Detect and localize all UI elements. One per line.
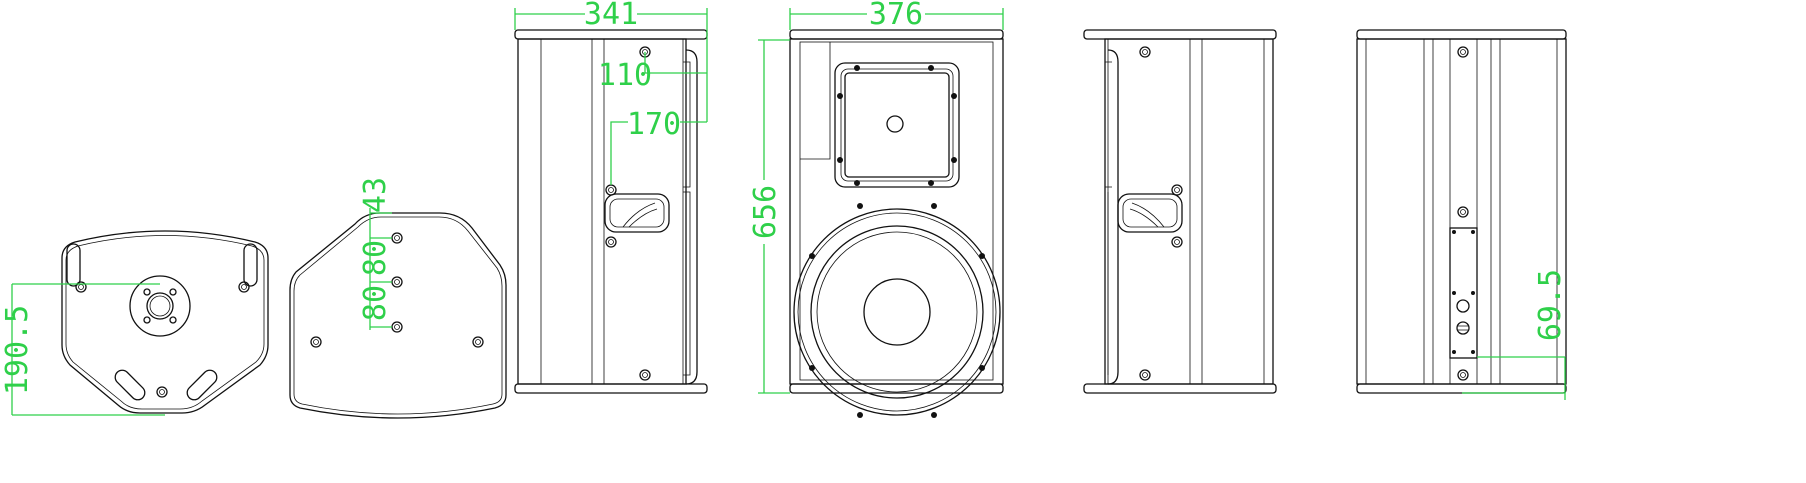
input-panel — [1449, 227, 1478, 359]
xlr-connector-icon — [1456, 299, 1470, 313]
dimension-label: 80 — [358, 285, 393, 321]
dimension-376: 376 — [789, 0, 1004, 32]
dimension-label: 656 — [748, 185, 783, 239]
rear-view — [1356, 29, 1567, 394]
dimension-label: 43 — [358, 177, 393, 213]
dimension-656: 656 — [748, 39, 790, 394]
dimension-69-5: 69.5 — [1462, 269, 1568, 400]
bottom-view — [61, 230, 269, 414]
front-view — [789, 29, 1004, 418]
dimension-label: 376 — [869, 0, 923, 32]
dimension-label: 110 — [598, 58, 652, 93]
dimension-label: 170 — [627, 107, 681, 142]
side-view-right — [1083, 29, 1277, 394]
dimension-label: 80 — [358, 240, 393, 276]
dimension-label: 69.5 — [1533, 269, 1568, 341]
dimension-341: 341 110 170 — [514, 0, 708, 185]
speakon-connector-icon — [1456, 321, 1470, 335]
dimension-190-5: 190.5 — [0, 283, 165, 416]
dimension-label: 341 — [584, 0, 638, 32]
side-view-left — [514, 29, 708, 394]
top-view — [289, 212, 507, 419]
dimension-top-holes: 43 80 80 — [358, 177, 393, 330]
dimension-label: 190.5 — [0, 305, 35, 395]
